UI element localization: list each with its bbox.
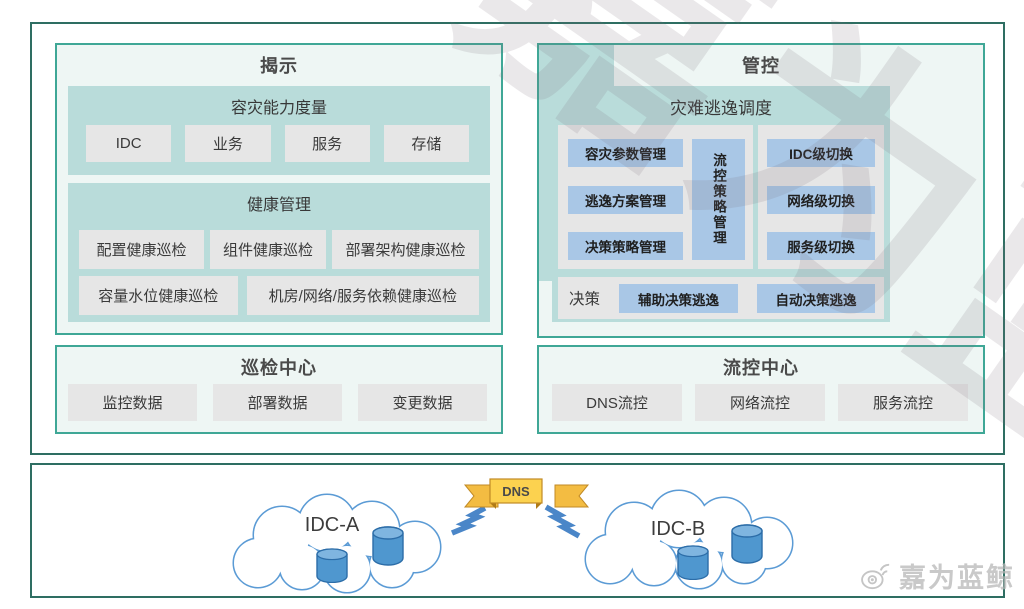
control-panel-title: 管控 [742,56,780,76]
capability-measure-section: 容灾能力度量 IDC 业务 服务 存储 [68,86,490,175]
bolt-dns-to-idc-a-icon [450,505,487,536]
inspection-center-panel: 巡检中心 监控数据 部署数据 变更数据 [55,345,503,434]
flow-item-network: 网络流控 [695,384,825,421]
idc-b-database-cylinder-icon [731,524,763,564]
reveal-panel-title: 揭示 [260,56,298,76]
decision-row: 决策 辅助决策逃逸 自动决策逃逸 [558,277,884,319]
inspection-center-title: 巡检中心 [241,358,317,378]
inspection-items-row: 监控数据 部署数据 变更数据 [68,384,487,421]
control-panel: 管控 灾难逃逸调度 容灾参数管理 逃逸方案管理 决策策略管理 流控策略管理 ID… [537,43,985,338]
inspection-item-monitor-data: 监控数据 [68,384,197,421]
switch-item-network-level: 网络级切换 [767,186,875,214]
capability-items-row: IDC 业务 服务 存储 [86,125,469,162]
health-item-component: 组件健康巡检 [210,230,326,269]
health-item-config: 配置健康巡检 [79,230,204,269]
flow-item-dns: DNS流控 [552,384,682,421]
dispatch-section-title: 灾难逃逸调度 [670,99,772,118]
health-items-row1: 配置健康巡检 组件健康巡检 部署架构健康巡检 [79,230,479,269]
manage-item-escape-plan: 逃逸方案管理 [568,186,683,214]
flow-item-service: 服务流控 [838,384,968,421]
idc-b-label: IDC-B [651,518,705,540]
manage-item-dr-params: 容灾参数管理 [568,139,683,167]
bolt-dns-to-idc-b-icon [544,504,581,539]
capability-section-title: 容灾能力度量 [230,100,327,117]
disaster-escape-dispatch-section: 灾难逃逸调度 容灾参数管理 逃逸方案管理 决策策略管理 流控策略管理 IDC级切… [552,86,890,322]
capability-item-business: 业务 [185,125,271,162]
dns-ribbon: DNS [463,478,590,509]
health-section-title: 健康管理 [246,197,311,214]
capability-item-service: 服务 [284,125,370,162]
dispatch-switch-group: IDC级切换 网络级切换 服务级切换 [758,125,884,269]
dispatch-manage-group: 容灾参数管理 逃逸方案管理 决策策略管理 流控策略管理 [558,125,753,269]
health-management-section: 健康管理 配置健康巡检 组件健康巡检 部署架构健康巡检 容量水位健康巡检 机房/… [68,183,490,322]
idc-a-database-cylinder-icon [372,526,404,566]
flow-control-center-title: 流控中心 [723,358,799,378]
manage-item-flow-policy-vertical: 流控策略管理 [692,139,745,260]
switch-item-idc-level: IDC级切换 [767,139,875,167]
decision-item-assisted-escape: 辅助决策逃逸 [619,284,738,313]
inspection-item-change-data: 变更数据 [358,384,487,421]
idc-topology-diagram: DNS IDC-A IDC-B [232,478,794,594]
dns-label: DNS [502,484,530,499]
health-item-deploy-arch: 部署架构健康巡检 [332,230,479,269]
idc-b-database-cylinder-icon [677,545,709,581]
idc-a-database-cylinder-icon [316,548,348,584]
decision-label: 决策 [569,291,601,308]
capability-item-idc: IDC [86,125,172,162]
inspection-item-deploy-data: 部署数据 [213,384,342,421]
health-item-capacity: 容量水位健康巡检 [79,276,238,315]
decision-item-auto-escape: 自动决策逃逸 [757,284,875,313]
flow-control-center-panel: 流控中心 DNS流控 网络流控 服务流控 [537,345,985,434]
health-item-dependency: 机房/网络/服务依赖健康巡检 [246,276,479,315]
idc-a-label: IDC-A [305,514,360,536]
switch-item-service-level: 服务级切换 [767,232,875,260]
manage-item-decision-policy: 决策策略管理 [568,232,683,260]
capability-item-storage: 存储 [383,125,469,162]
reveal-panel: 揭示 容灾能力度量 IDC 业务 服务 存储 健康管理 配置健康巡检 组件健康巡… [55,43,503,335]
flow-items-row: DNS流控 网络流控 服务流控 [552,384,968,421]
health-items-row2: 容量水位健康巡检 机房/网络/服务依赖健康巡检 [79,276,479,315]
